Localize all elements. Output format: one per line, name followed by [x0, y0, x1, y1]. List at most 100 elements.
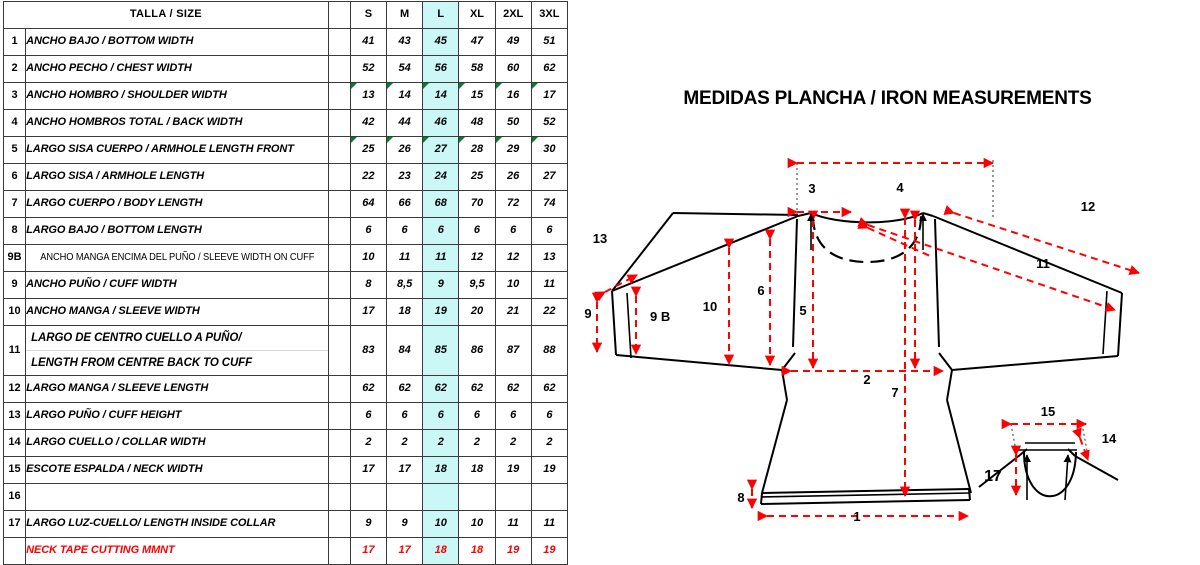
value-cell-xl: 70 — [458, 190, 496, 218]
row-number: 13 — [2, 402, 27, 430]
value-cell-l — [422, 483, 460, 511]
row-description: ANCHO MANGA / SLEEVE WIDTH — [25, 298, 329, 326]
value-cell-m: 43 — [386, 28, 424, 56]
value-cell-xl: 20 — [458, 298, 496, 326]
row-description: LARGO CUELLO / COLLAR WIDTH — [25, 429, 329, 457]
value-cell-l: 85 — [422, 325, 460, 376]
value-cell-2xl: 19 — [494, 537, 532, 565]
comment-marker-icon — [459, 83, 466, 89]
value-cell-xl: 18 — [458, 456, 496, 484]
row-spacer-cell — [327, 537, 351, 565]
row-description: LARGO MANGA / SLEEVE LENGTH — [25, 375, 329, 403]
value-cell-2xl: 16 — [494, 82, 532, 110]
row-number: 12 — [2, 375, 27, 403]
value-cell-l: 46 — [422, 109, 460, 137]
value-cell-3xl: 88 — [530, 325, 569, 376]
value-cell-3xl: 2 — [530, 429, 569, 457]
garment-svg: 3 4 12 13 10 6 5 11 9 9 B 2 7 8 1 15 14 … — [584, 157, 1140, 524]
value-cell-xl: 9,5 — [458, 271, 496, 299]
row-spacer-cell — [327, 298, 351, 326]
value-cell-m: 62 — [386, 375, 424, 403]
value-cell-xl: 25 — [458, 163, 496, 191]
value-cell-3xl: 30 — [530, 136, 569, 164]
value-cell-s: 41 — [349, 28, 388, 56]
value-cell-m: 54 — [386, 55, 424, 83]
callout-7: 7 — [891, 385, 898, 400]
value-cell-2xl: 6 — [494, 217, 532, 245]
row-number: 2 — [2, 55, 27, 83]
callout-1: 1 — [853, 509, 860, 524]
row-description: LARGO DE CENTRO CUELLO A PUÑO/LENGTH FRO… — [25, 325, 329, 376]
row-spacer-cell — [327, 325, 351, 376]
value-cell-2xl: 87 — [494, 325, 532, 376]
value-cell-2xl: 72 — [494, 190, 532, 218]
value-cell-2xl: 49 — [494, 28, 532, 56]
value-cell-s: 2 — [349, 429, 388, 457]
row-description: ANCHO HOMBRO / SHOULDER WIDTH — [25, 82, 329, 110]
value-cell-2xl: 26 — [494, 163, 532, 191]
value-cell-l: 6 — [422, 402, 460, 430]
value-cell-xl: 6 — [458, 402, 496, 430]
callout-13: 13 — [593, 231, 607, 246]
value-cell-3xl: 19 — [530, 537, 569, 565]
table-row: 16 — [2, 483, 569, 511]
value-cell-m: 44 — [386, 109, 424, 137]
value-cell-s: 17 — [349, 537, 388, 565]
value-cell-xl: 62 — [458, 375, 496, 403]
value-cell-s: 62 — [349, 375, 388, 403]
value-cell-2xl: 2 — [494, 429, 532, 457]
value-cell-3xl: 62 — [530, 55, 569, 83]
header-size-l: L — [422, 1, 460, 29]
value-cell-s: 10 — [349, 244, 388, 272]
value-cell-l: 2 — [422, 429, 460, 457]
value-cell-xl: 2 — [458, 429, 496, 457]
callout-14: 14 — [1102, 431, 1117, 446]
row-number: 15 — [2, 456, 27, 484]
row-spacer-cell — [327, 510, 351, 538]
value-cell-xl: 58 — [458, 55, 496, 83]
header-size-3xl: 3XL — [530, 1, 569, 29]
row-description: ANCHO PUÑO / CUFF WIDTH — [25, 271, 329, 299]
value-cell-3xl: 27 — [530, 163, 569, 191]
value-cell-s — [349, 483, 388, 511]
neck-black-arrows — [807, 213, 927, 250]
callout-labels: 3 4 12 13 10 6 5 11 9 9 B 2 7 8 1 15 14 … — [584, 180, 1117, 524]
value-cell-l: 68 — [422, 190, 460, 218]
callout-12: 12 — [1081, 199, 1095, 214]
value-cell-s: 6 — [349, 217, 388, 245]
header-size-2xl: 2XL — [494, 1, 532, 29]
value-cell-3xl: 62 — [530, 375, 569, 403]
value-cell-m: 9 — [386, 510, 424, 538]
value-cell-xl: 48 — [458, 109, 496, 137]
value-cell-xl: 18 — [458, 537, 496, 565]
row-description: LARGO BAJO / BOTTOM LENGTH — [25, 217, 329, 245]
row-description: ANCHO BAJO / BOTTOM WIDTH — [25, 28, 329, 56]
row-spacer-cell — [327, 190, 351, 218]
diagram-title: MEDIDAS PLANCHA / IRON MEASUREMENTS — [683, 88, 1092, 109]
value-cell-m: 14 — [386, 82, 424, 110]
value-cell-l: 10 — [422, 510, 460, 538]
dimension-lines — [591, 157, 1140, 522]
header-size-m: M — [386, 1, 424, 29]
row-spacer-cell — [327, 271, 351, 299]
row-description: ANCHO MANGA ENCIMA DEL PUÑO / SLEEVE WID… — [35, 244, 319, 272]
value-cell-m — [386, 483, 424, 511]
value-cell-s: 52 — [349, 55, 388, 83]
row-spacer-cell — [327, 28, 351, 56]
value-cell-s: 22 — [349, 163, 388, 191]
table-header-row: TALLA / SIZE S M L XL 2XL 3XL — [3, 1, 569, 29]
value-cell-2xl: 62 — [494, 375, 532, 403]
value-cell-3xl: 11 — [530, 271, 569, 299]
value-cell-2xl: 50 — [494, 109, 532, 137]
row-spacer-cell — [327, 217, 351, 245]
value-cell-m: 6 — [386, 402, 424, 430]
